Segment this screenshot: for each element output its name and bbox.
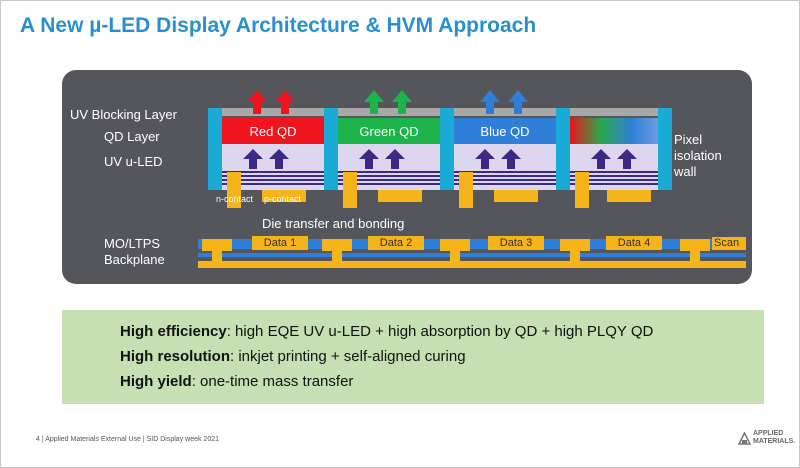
n-contact-label: n-contact: [216, 194, 254, 204]
blue-qd-cell: [454, 118, 556, 144]
architecture-diagram: [198, 90, 746, 268]
backplane-label: MO/LTPS Backplane: [104, 236, 165, 267]
slide-title: A New µ-LED Display Architecture & HVM A…: [20, 14, 537, 37]
logo-wordmark: APPLIED MATERIALS.: [753, 430, 796, 445]
isolation-wall-5: [658, 108, 672, 190]
red-qd-cell: [222, 118, 324, 144]
uv-blocking-layer-label: UV Blocking Layer: [70, 107, 177, 122]
summary-yield: High yield: one-time mass transfer: [120, 373, 354, 390]
isolation-wall-4: [556, 108, 570, 190]
uv-uled-label: UV u-LED: [104, 154, 163, 169]
blue-qd-label: Blue QD: [480, 124, 530, 139]
led-stripes: [222, 171, 658, 185]
p-contact-label: p-contact: [264, 194, 302, 204]
backplane: [198, 236, 746, 268]
data-line-1: Data 1: [263, 237, 297, 249]
data-line-2: Data 2: [379, 237, 413, 249]
isolation-wall-2: [324, 108, 338, 190]
led-contacts: [227, 172, 651, 208]
applied-materials-logo: APPLIED MATERIALS.: [738, 430, 796, 448]
rgb-qd-cell: [570, 118, 658, 144]
pixel-isolation-wall-label: Pixel isolation wall: [674, 132, 722, 179]
emitted-light-arrows: [247, 90, 528, 114]
diagram-panel: UV Blocking Layer QD Layer UV u-LED Red …: [62, 70, 752, 284]
green-qd-cell: [338, 118, 440, 144]
isolation-wall-3: [440, 108, 454, 190]
data-line-4: Data 4: [617, 237, 651, 249]
applied-materials-logo-icon: [738, 432, 751, 445]
data-line-3: Data 3: [499, 237, 533, 249]
slide-footer: 4 | Applied Materials External Use | SID…: [36, 436, 220, 443]
die-transfer-label: Die transfer and bonding: [262, 216, 405, 231]
isolation-wall-1: [208, 108, 222, 190]
summary-box: High efficiency: high EQE UV u-LED + hig…: [62, 310, 764, 404]
summary-efficiency: High efficiency: high EQE UV u-LED + hig…: [120, 323, 654, 340]
qd-layer-label: QD Layer: [104, 129, 160, 144]
scan-line: Scan: [714, 237, 740, 249]
green-qd-label: Green QD: [359, 124, 419, 139]
uv-emission-arrows: [243, 149, 637, 169]
red-qd-label: Red QD: [249, 124, 297, 139]
summary-resolution: High resolution: inkjet printing + self-…: [120, 348, 466, 365]
